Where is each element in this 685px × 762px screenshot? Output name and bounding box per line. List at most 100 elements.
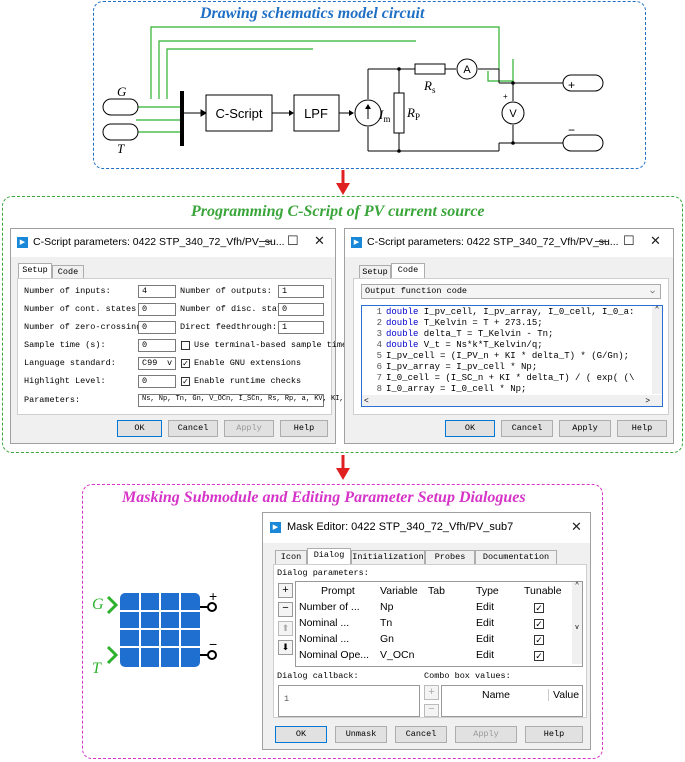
svg-text:V: V — [509, 108, 517, 120]
lpf-label: LPF — [304, 106, 328, 121]
svg-text:A: A — [463, 64, 471, 76]
close-button[interactable]: ✕ — [314, 233, 325, 248]
section-cscript-box — [2, 196, 683, 453]
im-label: Im — [378, 107, 390, 124]
n-inputs-field[interactable]: 4 — [138, 285, 176, 298]
combo-values-table: Name Value — [441, 685, 583, 717]
tunable-checkbox[interactable]: ✓ — [534, 619, 544, 629]
close-button[interactable]: ✕ — [571, 519, 582, 534]
highlight-level-field[interactable]: 0 — [138, 375, 176, 388]
tunable-checkbox[interactable]: ✓ — [534, 635, 544, 645]
cancel-button[interactable]: Cancel — [501, 420, 553, 437]
flow-arrow-1 — [336, 170, 350, 195]
tab-initialization[interactable]: Initialization — [351, 550, 425, 564]
svg-text:T: T — [117, 141, 125, 156]
runtime-checks-checkbox[interactable]: ✓ — [181, 377, 190, 386]
remove-combo-button[interactable]: − — [424, 704, 439, 717]
feedback-wire-upper — [166, 48, 313, 99]
cancel-button[interactable]: Cancel — [395, 726, 447, 743]
tab-code[interactable]: Code — [391, 263, 425, 279]
apply-button[interactable]: Apply — [455, 726, 517, 743]
cscript-label: C-Script — [216, 106, 263, 121]
lpf-block — [293, 94, 340, 132]
tunable-checkbox[interactable]: ✓ — [534, 651, 544, 661]
help-button[interactable]: Help — [617, 420, 667, 437]
circuit-schematic: C-Script LPF Im RP Rs A V + — [102, 26, 604, 156]
section-circuit-box — [93, 1, 646, 169]
apply-button[interactable]: Apply — [224, 420, 274, 437]
rs-label: Rs — [423, 78, 436, 95]
tab-setup[interactable]: Setup — [359, 265, 391, 279]
svg-text:G: G — [117, 84, 127, 99]
cscript-block — [205, 94, 273, 132]
svg-text:+: + — [568, 78, 575, 92]
tunable-checkbox[interactable]: ✓ — [534, 603, 544, 613]
pv-panel-icon: G T + − — [92, 588, 217, 677]
ammeter — [456, 58, 478, 80]
plecs-logo-icon: ▶ — [270, 522, 281, 533]
maximize-button[interactable]: ☐ — [623, 233, 635, 248]
tab-dialog[interactable]: Dialog — [307, 548, 351, 564]
ok-button[interactable]: OK — [117, 420, 162, 437]
rp-label: RP — [406, 105, 420, 122]
mask-editor-dialog: ▶ Mask Editor: 0422 STP_340_72_Vfh/PV_su… — [262, 512, 591, 750]
minimize-button[interactable]: — — [259, 233, 272, 248]
sample-time-field[interactable]: 0 — [138, 339, 176, 352]
svg-text:+: + — [503, 92, 508, 101]
move-down-button[interactable]: ⬇ — [278, 640, 293, 655]
vertical-scrollbar[interactable]: ^ — [652, 306, 662, 394]
move-up-button[interactable]: ⬆ — [278, 621, 293, 636]
terminal-sample-checkbox[interactable] — [181, 341, 190, 350]
tab-setup[interactable]: Setup — [18, 263, 52, 279]
horizontal-scrollbar[interactable]: <> — [362, 395, 662, 406]
input-g — [102, 98, 139, 116]
n-cont-states-field[interactable]: 0 — [138, 303, 176, 316]
minimize-button[interactable]: — — [595, 233, 608, 248]
dialog-callback-editor[interactable]: 1 — [278, 685, 420, 717]
code-section-select[interactable]: Output function code ⌵ — [361, 284, 661, 299]
help-button[interactable]: Help — [525, 726, 583, 743]
ok-button[interactable]: OK — [445, 420, 495, 437]
close-button[interactable]: ✕ — [650, 233, 661, 248]
n-disc-states-field[interactable]: 0 — [278, 303, 324, 316]
help-button[interactable]: Help — [280, 420, 328, 437]
add-param-button[interactable]: + — [278, 583, 293, 598]
cancel-button[interactable]: Cancel — [168, 420, 218, 437]
maximize-button[interactable]: ☐ — [287, 233, 299, 248]
ok-button[interactable]: OK — [275, 726, 327, 743]
vertical-scrollbar[interactable]: ^v — [572, 582, 582, 664]
svg-text:T: T — [92, 660, 102, 677]
add-combo-button[interactable]: + — [424, 685, 439, 700]
n-outputs-field[interactable]: 1 — [278, 285, 324, 298]
tab-icon[interactable]: Icon — [275, 550, 307, 564]
flow-arrow-2 — [336, 455, 350, 480]
feedback-wire-ammeter — [150, 26, 500, 99]
tab-probes[interactable]: Probes — [425, 550, 475, 564]
svg-text:−: − — [568, 123, 575, 137]
apply-button[interactable]: Apply — [559, 420, 611, 437]
direct-feedthrough-field[interactable]: 1 — [278, 321, 324, 334]
terminal-plus — [562, 74, 604, 92]
unmask-button[interactable]: Unmask — [335, 726, 387, 743]
n-zero-crossings-field[interactable]: 0 — [138, 321, 176, 334]
rs-resistor — [414, 63, 446, 75]
tab-code[interactable]: Code — [52, 265, 84, 279]
tab-documentation[interactable]: Documentation — [475, 550, 557, 564]
table-header: Prompt Variable Tab Type Tunable — [321, 585, 562, 597]
gnu-extensions-checkbox[interactable]: ✓ — [181, 359, 190, 368]
remove-param-button[interactable]: − — [278, 602, 293, 617]
feedback-wire-voltmeter — [158, 40, 416, 99]
parameters-field[interactable]: Ns, Np, Tn, Gn, V_OCn, I_SCn, Rs, Rp, a,… — [138, 394, 365, 407]
